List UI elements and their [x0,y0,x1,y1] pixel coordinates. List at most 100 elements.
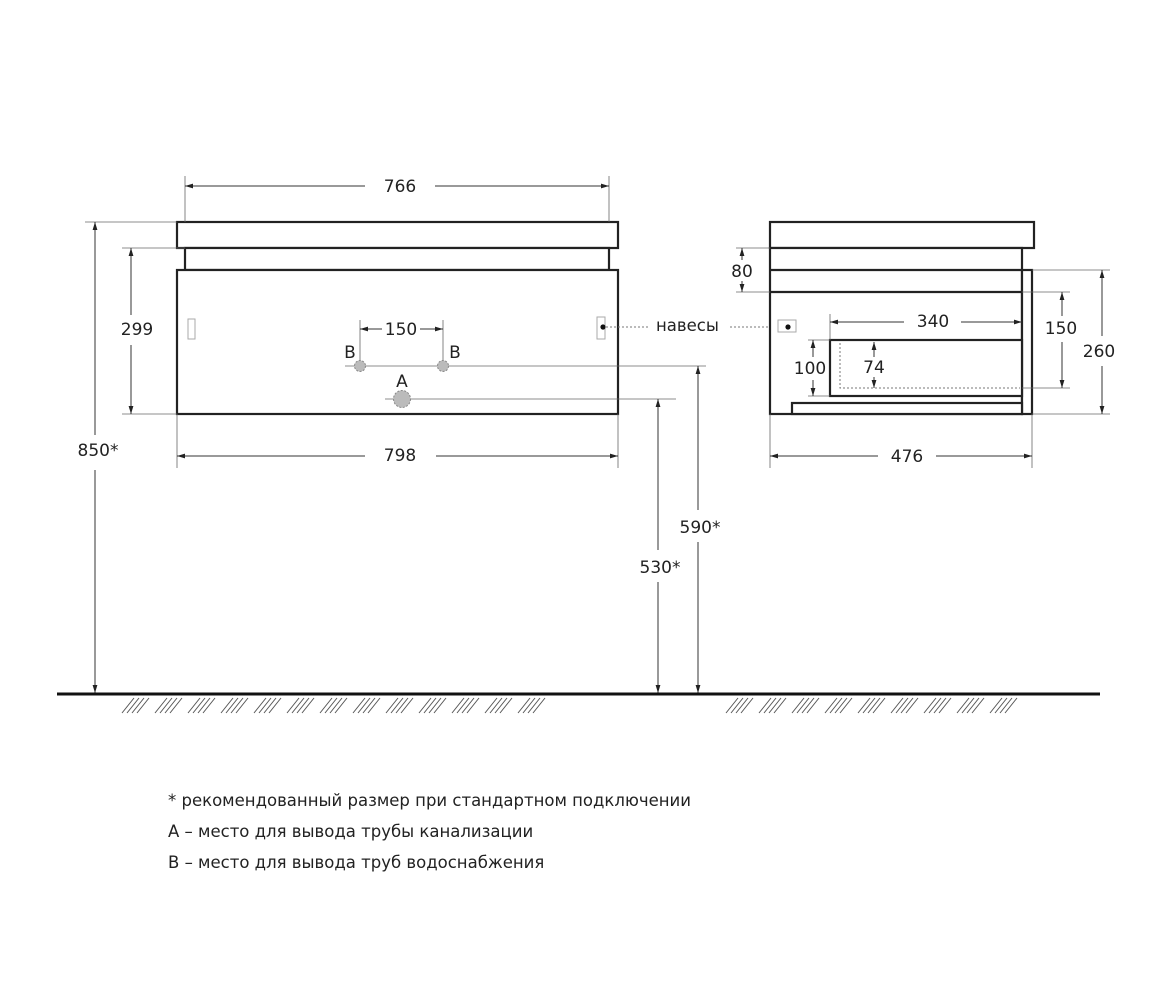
hatch-line [296,697,310,714]
hatch-line [768,697,782,714]
floor-hatching [121,697,1018,714]
hatch-line [164,697,178,714]
hinge-dot [600,324,606,330]
hatch-line [461,697,475,714]
hatch-line [202,697,216,714]
hatch-line [961,697,975,714]
hatch-line [994,697,1008,714]
hatch-line [423,697,437,714]
hatch-line [890,697,904,714]
hatch-line [329,697,343,714]
dim-74: 74 [863,358,885,378]
hatch-line [154,697,168,714]
hatch-line [801,697,815,714]
hatch-line [806,697,820,714]
front-view: 766 299 850* 798 150 B B A 590* 530* [78,176,721,693]
hatch-line [258,697,272,714]
note-b: B – место для вывода труб водоснабжения [168,853,544,872]
pipe-a [393,390,411,408]
hatch-line [187,697,201,714]
hatch-line [126,697,140,714]
hatch-line [824,697,838,714]
label-b-left: B [344,343,356,363]
hatch-line [989,697,1003,714]
dim-100: 100 [794,359,826,379]
hatch-line [522,697,536,714]
label-b-right: B [449,343,461,363]
dim-530: 530* [640,558,681,578]
hatch-line [905,697,919,714]
countertop [175,220,620,250]
hatch-line [938,697,952,714]
hatch-line [263,697,277,714]
hatch-line [400,697,414,714]
hatch-line [192,697,206,714]
hatch-line [395,697,409,714]
hatch-line [268,697,282,714]
hinges-label: навесы [656,316,719,335]
dim-766: 766 [384,177,416,197]
hatch-line [225,697,239,714]
hatch-line [357,697,371,714]
hatch-line [956,697,970,714]
hatch-line [857,697,871,714]
dim-260: 260 [1083,342,1115,362]
hatch-line [763,697,777,714]
dim-798: 798 [384,446,416,466]
hatch-line [385,697,399,714]
hatch-line [725,697,739,714]
hatch-line [352,697,366,714]
note-recommended: * рекомендованный размер при стандартном… [168,791,691,810]
pipe-b-right [437,360,449,372]
top-band [183,246,611,272]
hatch-line [999,697,1013,714]
hatch-line [829,697,843,714]
side-countertop [768,220,1036,250]
hatch-line [928,697,942,714]
hatch-line [867,697,881,714]
hatch-line [433,697,447,714]
hatch-line [428,697,442,714]
hatch-line [517,697,531,714]
hatch-line [933,697,947,714]
hatch-line [291,697,305,714]
hatch-line [253,697,267,714]
side-view: 80 340 150 260 100 74 476 [731,220,1115,468]
hatch-line [367,697,381,714]
hatch-line [159,697,173,714]
hatch-line [740,697,754,714]
hatch-line [334,697,348,714]
dim-590: 590* [680,518,721,538]
hatch-line [169,697,183,714]
hatch-line [730,697,744,714]
pipe-b-left [354,360,366,372]
note-a: A – место для вывода трубы канализации [168,822,533,841]
dim-299: 299 [121,320,153,340]
hatch-line [1004,697,1018,714]
hatch-line [834,697,848,714]
drawer-inner-outline [839,343,1020,389]
hatch-line [484,697,498,714]
dim-850: 850* [78,441,119,461]
hatch-line [796,697,810,714]
hatch-line [362,697,376,714]
hatch-line [895,697,909,714]
hatch-line [456,697,470,714]
hatch-line [791,697,805,714]
hatch-line [466,697,480,714]
dim-150-side: 150 [1045,319,1077,339]
hatch-line [872,697,886,714]
dim-476: 476 [891,447,923,467]
drawer [828,338,1024,398]
hatch-line [966,697,980,714]
hatch-line [494,697,508,714]
hatch-line [839,697,853,714]
dim-150: 150 [385,320,417,340]
hatch-line [499,697,513,714]
hatch-line [197,697,211,714]
hatch-line [735,697,749,714]
hatch-line [418,697,432,714]
hinge-left [187,318,196,340]
hatch-line [220,697,234,714]
